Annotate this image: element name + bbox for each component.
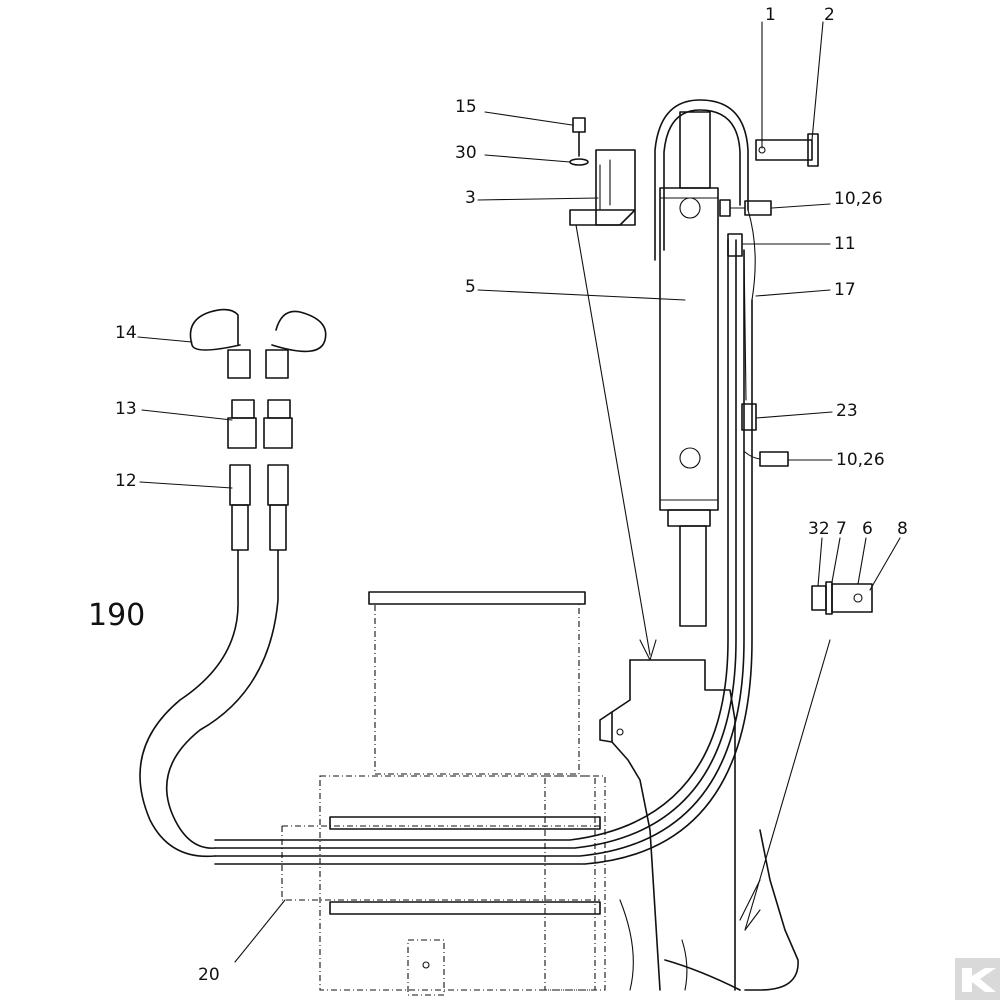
figure-number: 190	[88, 598, 145, 633]
hydraulic-cylinder	[659, 111, 719, 627]
pin-part-2	[755, 133, 819, 167]
frame-housing	[281, 591, 799, 996]
mounting-bracket	[569, 117, 636, 226]
callout-8: 8	[897, 519, 908, 539]
callout-5: 5	[465, 277, 476, 297]
callout-14: 14	[115, 323, 137, 343]
quick-couplings	[139, 308, 327, 858]
fittings	[719, 199, 789, 467]
pin-assembly	[811, 581, 873, 615]
callout-10-26-top: 10,26	[834, 189, 883, 209]
callout-7: 7	[836, 519, 847, 539]
callout-23: 23	[836, 401, 858, 421]
callout-labels: 1 2 15 30 3 5 10,26 11 17 23 10,26 14 13…	[88, 5, 908, 985]
callout-20: 20	[198, 965, 220, 985]
callout-6: 6	[862, 519, 873, 539]
callout-1: 1	[765, 5, 776, 25]
callout-2: 2	[824, 5, 835, 25]
callout-11: 11	[834, 234, 856, 254]
callout-15: 15	[455, 97, 477, 117]
hose-lines	[214, 99, 756, 865]
k-logo-icon	[955, 958, 1000, 1000]
callout-32: 32	[808, 519, 830, 539]
leader-lines	[575, 224, 831, 931]
callout-3: 3	[465, 188, 476, 208]
callout-leaders	[137, 21, 901, 963]
callout-13: 13	[115, 399, 137, 419]
callout-17: 17	[834, 280, 856, 300]
callout-12: 12	[115, 471, 137, 491]
callout-10-26-bottom: 10,26	[836, 450, 885, 470]
callout-30: 30	[455, 143, 477, 163]
